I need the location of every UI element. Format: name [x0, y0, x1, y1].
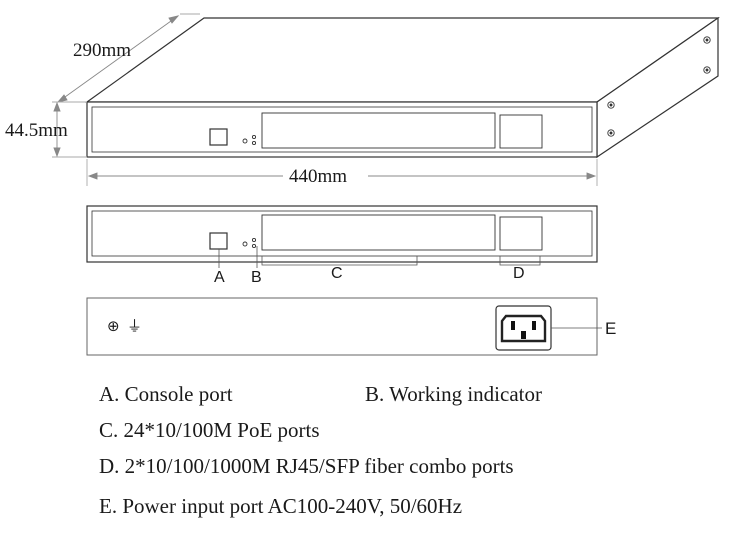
front-inner-frame	[91, 106, 593, 153]
callout-e: E	[605, 319, 616, 338]
screw-icon	[607, 101, 615, 109]
combo-port-block-3d	[499, 114, 543, 149]
indicator-led	[242, 241, 248, 247]
callout-b: B	[251, 269, 262, 286]
indicator-led	[251, 243, 257, 249]
legend-a: A. Console port	[99, 382, 233, 406]
console-port-3d	[209, 128, 228, 146]
depth-dimension-label: 290mm	[73, 40, 131, 61]
screw-icon	[703, 36, 711, 44]
power-socket-icon	[500, 314, 547, 343]
console-port	[209, 232, 228, 250]
rear-panel	[86, 297, 602, 356]
screw-icon: ⊕	[107, 318, 120, 335]
callout-c: C	[331, 265, 343, 282]
legend-b: B. Working indicator	[365, 382, 542, 406]
isometric-view	[85, 16, 720, 159]
callout-a: A	[214, 269, 225, 286]
indicator-led-3d	[242, 138, 248, 144]
combo-port-block	[499, 216, 543, 251]
callout-d: D	[513, 265, 525, 282]
front-panel	[86, 205, 598, 263]
screw-icon	[703, 66, 711, 74]
chassis-front-face	[86, 101, 598, 158]
poe-port-block-3d	[261, 112, 496, 149]
indicator-led	[251, 237, 257, 243]
indicator-led-3d	[251, 140, 257, 146]
front-panel-inner	[91, 210, 593, 257]
height-dimension-label: 44.5mm	[5, 120, 68, 141]
front-panel-outer	[86, 205, 598, 263]
legend-d: D. 2*10/100/1000M RJ45/SFP fiber combo p…	[99, 454, 514, 478]
width-dimension-label: 440mm	[289, 166, 347, 187]
screw-icon	[607, 129, 615, 137]
side-screws	[607, 36, 711, 137]
dimension-lines	[52, 13, 598, 186]
poe-port-block	[261, 214, 496, 251]
callout-leaders	[218, 246, 541, 268]
ground-icon: ⏚	[127, 318, 142, 335]
legend-e: E. Power input port AC100-240V, 50/60Hz	[99, 494, 463, 518]
legend-c: C. 24*10/100M PoE ports	[99, 418, 320, 442]
indicator-led-3d	[251, 134, 257, 140]
